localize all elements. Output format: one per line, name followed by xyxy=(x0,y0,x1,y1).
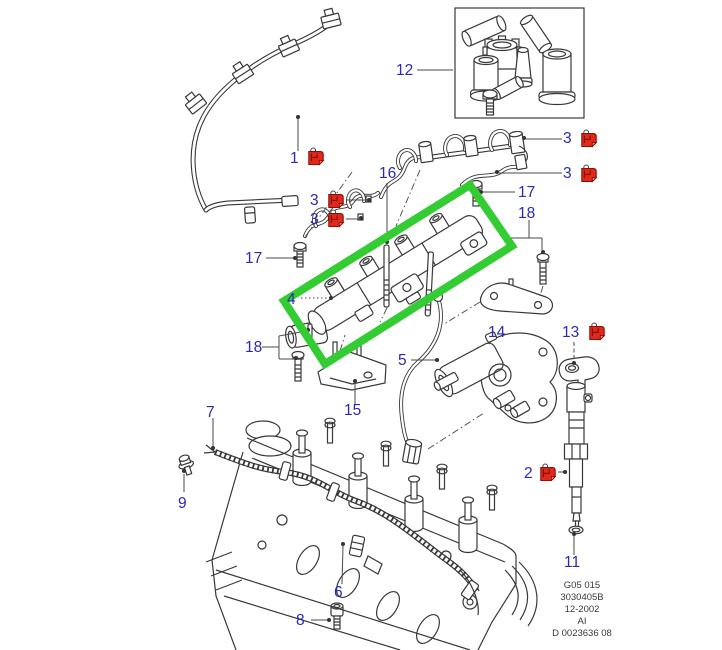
engine-drawing xyxy=(203,417,538,650)
stamp-line: D 0023636 08 xyxy=(552,628,612,639)
callout-18-right[interactable]: 18 xyxy=(518,205,536,222)
callout-17-right[interactable]: 17 xyxy=(518,184,536,201)
bolt-17-left-drawing xyxy=(293,241,307,268)
callout-9[interactable]: 9 xyxy=(178,495,187,512)
supply-pipe-drawing xyxy=(399,291,444,465)
callout-3c[interactable]: 3 xyxy=(310,192,319,209)
callout-7[interactable]: 7 xyxy=(206,404,215,421)
callout-4[interactable]: 4 xyxy=(287,291,296,308)
clip-icon[interactable] xyxy=(580,129,599,148)
stamp-line: 12-2002 xyxy=(564,604,600,615)
callout-8[interactable]: 8 xyxy=(296,612,305,629)
callout-3d[interactable]: 3 xyxy=(310,211,319,228)
clip-icon[interactable] xyxy=(327,209,346,228)
glow-plug-harness-drawing xyxy=(203,444,480,616)
leak-off-harness-drawing xyxy=(184,7,342,224)
bolt-18-left-drawing xyxy=(291,350,305,382)
bolt-18-right-drawing xyxy=(536,252,550,285)
callout-16[interactable]: 16 xyxy=(379,165,397,182)
fitting-kit-drawing xyxy=(454,7,585,119)
callout-5[interactable]: 5 xyxy=(398,352,407,369)
clip-icon[interactable] xyxy=(307,147,326,166)
callout-2[interactable]: 2 xyxy=(524,465,533,482)
bolt-9-drawing xyxy=(178,454,195,476)
highlight-box xyxy=(278,179,518,370)
stamp-line: 3030405B xyxy=(560,592,604,603)
callout-18-left[interactable]: 18 xyxy=(245,339,263,356)
fuel-rail-drawing xyxy=(285,212,488,349)
clip-icon[interactable] xyxy=(580,164,599,183)
callout-1[interactable]: 1 xyxy=(290,150,299,167)
clip-icon[interactable] xyxy=(539,463,558,482)
callout-3a[interactable]: 3 xyxy=(563,130,572,147)
return-pipe-drawing xyxy=(379,129,529,199)
callout-12[interactable]: 12 xyxy=(396,62,414,79)
callout-11[interactable]: 11 xyxy=(564,554,581,571)
callout-15[interactable]: 15 xyxy=(344,402,362,419)
callout-17-left[interactable]: 17 xyxy=(245,250,263,267)
injection-pump-drawing xyxy=(433,331,558,424)
bracket-14-drawing xyxy=(479,278,553,315)
harness-connector-6 xyxy=(348,534,366,558)
callout-13[interactable]: 13 xyxy=(562,324,580,341)
clip-icon[interactable] xyxy=(327,190,346,209)
stud-16-drawing xyxy=(383,244,390,308)
stamp-line: G05 015 xyxy=(563,580,601,591)
callout-6[interactable]: 6 xyxy=(334,584,343,601)
drawing-code-stamp: G05 015 3030405B 12-2002 AI D 0023636 08 xyxy=(538,580,626,640)
clip-icon[interactable] xyxy=(588,322,607,341)
stamp-line: AI xyxy=(577,616,587,627)
callout-14[interactable]: 14 xyxy=(488,324,506,341)
washer-11-drawing xyxy=(568,525,584,535)
injector-drawing xyxy=(558,356,600,535)
callout-3b[interactable]: 3 xyxy=(563,165,572,182)
